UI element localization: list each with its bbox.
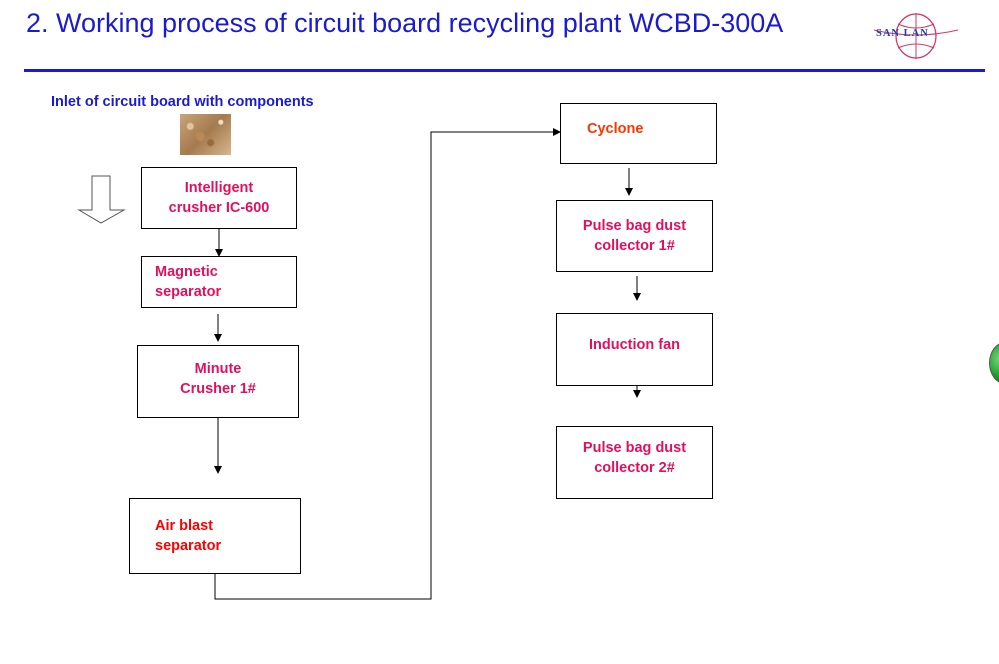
node-induction-fan-line1: Induction fan	[588, 336, 680, 353]
node-air-blast-separator-line2: separator	[155, 538, 222, 554]
node-pulse2-line2: collector 2#	[594, 459, 675, 476]
inlet-label: Inlet of circuit board with components	[51, 94, 314, 110]
node-pulse2-line1: Pulse bag dust	[582, 439, 687, 456]
node-pulse1-line2: collector 1#	[594, 238, 675, 254]
node-minute-crusher-line2: Crusher 1#	[180, 380, 256, 397]
node-magnetic-separator-line2: separator	[155, 284, 222, 300]
node-minute-crusher-line1: Minute	[194, 360, 242, 377]
node-magnetic-separator-line1: Magnetic	[155, 264, 218, 280]
title-divider	[24, 69, 985, 72]
feed-direction-icon	[77, 175, 126, 224]
node-cyclone: Cyclone	[560, 103, 717, 164]
node-air-blast-separator: Air blast separator	[129, 498, 301, 574]
node-magnetic-separator: Magnetic separator	[141, 256, 297, 308]
arrow-airblast-to-cyclone	[214, 128, 561, 600]
node-minute-crusher: Minute Crusher 1#	[137, 345, 299, 418]
node-pulse1-line1: Pulse bag dust	[582, 218, 687, 234]
san-lan-logo	[873, 13, 959, 59]
page-title: 2. Working process of circuit board recy…	[26, 8, 784, 38]
node-induction-fan: Induction fan	[556, 313, 713, 386]
node-intelligent-crusher-line2: crusher IC-600	[168, 200, 270, 216]
node-pulse-bag-dust-collector-1: Pulse bag dust collector 1#	[556, 200, 713, 272]
logo-text: SAN LAN	[876, 28, 929, 39]
node-pulse-bag-dust-collector-2: Pulse bag dust collector 2#	[556, 426, 713, 499]
node-air-blast-separator-line1: Air blast	[155, 518, 214, 534]
node-intelligent-crusher: Intelligent crusher IC-600	[141, 167, 297, 229]
node-cyclone-line1: Cyclone	[587, 121, 644, 137]
node-intelligent-crusher-line1: Intelligent	[184, 180, 254, 196]
circuit-board-material-image	[180, 114, 231, 155]
